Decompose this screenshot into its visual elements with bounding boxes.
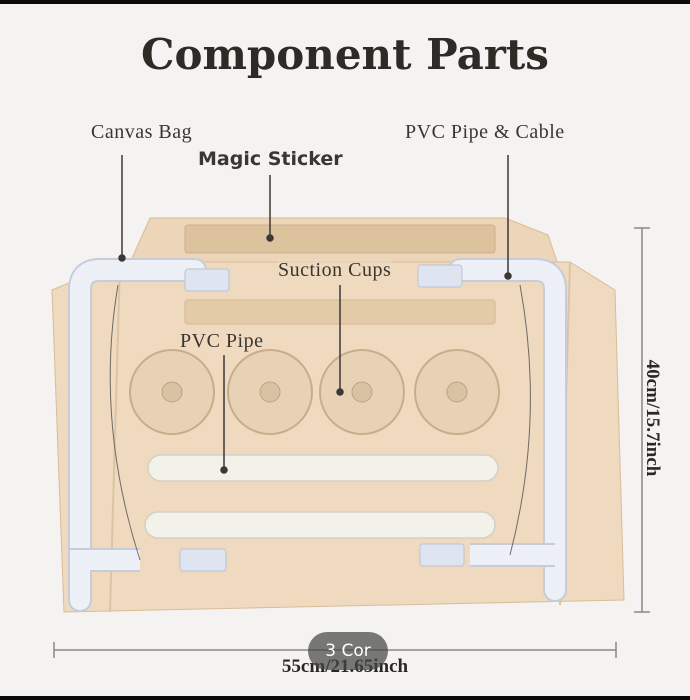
cable: [109, 284, 141, 561]
pvc-pipe-elbow-left: [68, 258, 230, 612]
pvc-pipe-2: [144, 511, 496, 539]
suction-cups: [129, 349, 500, 435]
cable-right: [509, 284, 531, 556]
page-title: Component Parts: [141, 30, 549, 79]
height-dimension-label: 40cm/15.7inch: [642, 359, 663, 477]
pvc-pipe-cable-label: PVC Pipe & Cable: [405, 121, 565, 143]
color-count-badge[interactable]: 3 Cor: [308, 632, 388, 670]
bottom-border: [0, 696, 690, 700]
canvas-bag-label: Canvas Bag: [91, 121, 193, 143]
magic-sticker-label: Magic Sticker: [198, 148, 343, 170]
pvc-pipe-label: PVC Pipe: [180, 330, 264, 352]
pvc-pipe-elbow-right: [417, 258, 567, 602]
magic-sticker-strip: [184, 224, 496, 254]
pvc-pipe: [147, 454, 499, 482]
suction-cups-label: Suction Cups: [278, 259, 392, 282]
top-border: [0, 0, 690, 4]
